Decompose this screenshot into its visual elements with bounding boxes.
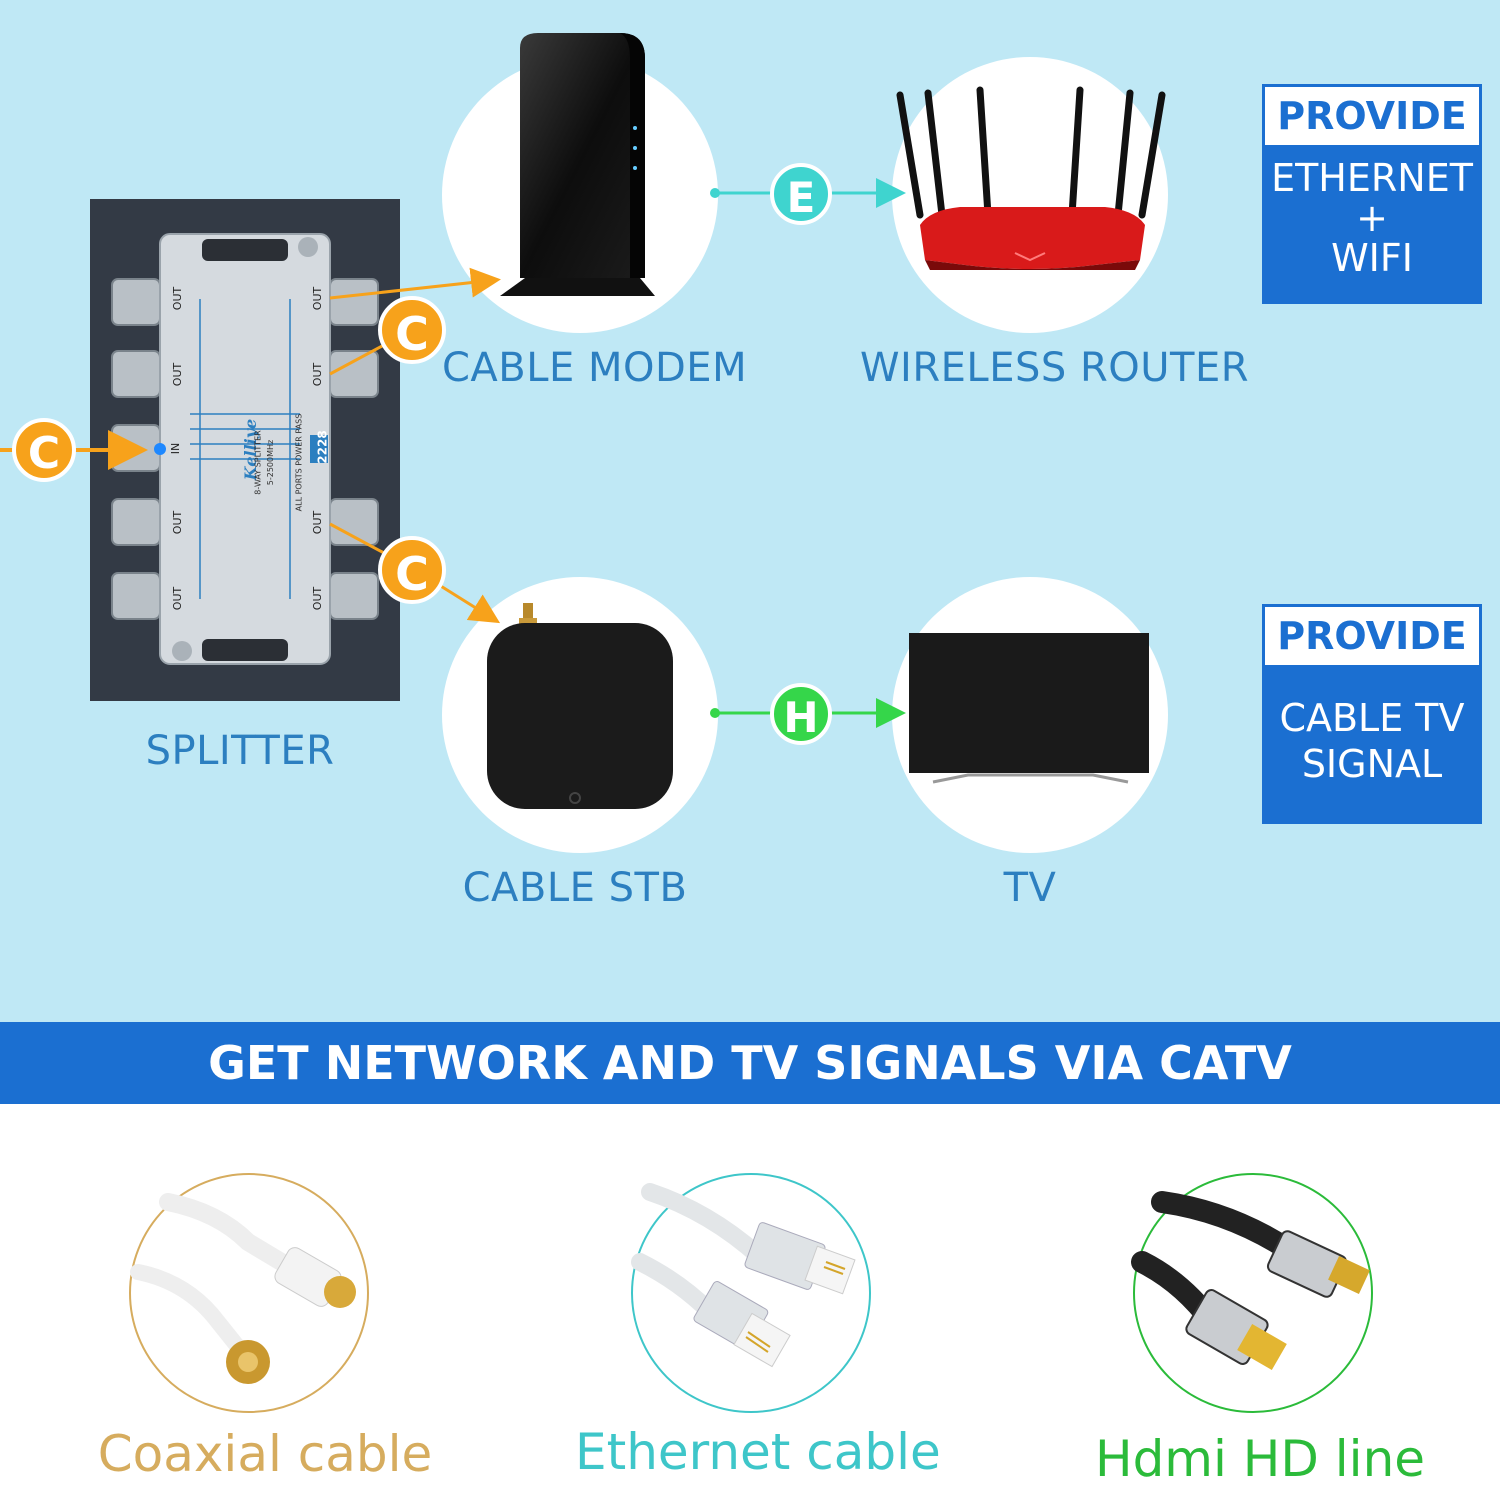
coax-badge-stb: C: [378, 536, 446, 604]
provide-heading: PROVIDE: [1265, 607, 1479, 665]
tv-image: [909, 633, 1149, 784]
provide-line: CABLE TV: [1279, 696, 1465, 740]
coax-badge-input: C: [12, 418, 76, 482]
ethernet-badge: E: [770, 163, 832, 225]
wireless-router-label: WIRELESS ROUTER: [860, 345, 1250, 391]
coaxial-cable-label: Coaxial cable: [97, 1425, 433, 1483]
banner-title: GET NETWORK AND TV SIGNALS VIA CATV: [208, 1036, 1292, 1090]
ethernet-cable-label: Ethernet cable: [575, 1423, 941, 1481]
splitter-image: [90, 199, 400, 701]
hdmi-cable-image: [1131, 1173, 1373, 1413]
wireless-router-image: [896, 86, 1166, 270]
cable-stb-image: [487, 603, 673, 809]
provide-line: WIFI: [1331, 236, 1413, 280]
provide-line: +: [1356, 196, 1388, 240]
splitter-label: SPLITTER: [145, 728, 335, 774]
provide-cable-tv-box: PROVIDE CABLE TV SIGNAL: [1262, 604, 1482, 824]
provide-ethernet-wifi-box: PROVIDE ETHERNET + WIFI: [1262, 84, 1482, 304]
provide-body: CABLE TV SIGNAL: [1265, 665, 1479, 787]
coax-badge-modem: C: [378, 296, 446, 364]
hdmi-badge: H: [770, 683, 832, 745]
provide-body: ETHERNET + WIFI: [1265, 145, 1479, 281]
provide-line: SIGNAL: [1301, 742, 1443, 786]
ethernet-cable-image: [631, 1173, 871, 1413]
banner: [0, 1022, 1500, 1104]
tv-label: TV: [1003, 865, 1057, 911]
provide-heading: PROVIDE: [1265, 87, 1479, 145]
provide-line: ETHERNET: [1271, 156, 1473, 200]
cable-stb-label: CABLE STB: [462, 865, 688, 911]
hdmi-hd-line-label: Hdmi HD line: [1094, 1430, 1426, 1488]
cable-modem-label: CABLE MODEM: [442, 345, 748, 391]
cable-modem-image: [500, 33, 655, 296]
coaxial-cable-image: [129, 1173, 369, 1413]
